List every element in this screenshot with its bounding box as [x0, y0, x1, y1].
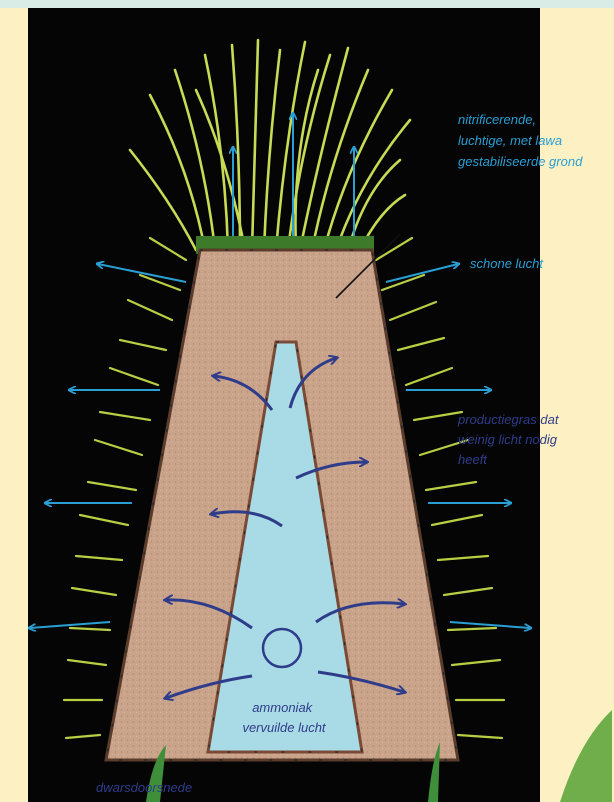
- clean-air-label: schone lucht: [470, 256, 544, 271]
- top-strip: [0, 0, 614, 8]
- section-label: dwarsdoorsnede: [96, 780, 192, 795]
